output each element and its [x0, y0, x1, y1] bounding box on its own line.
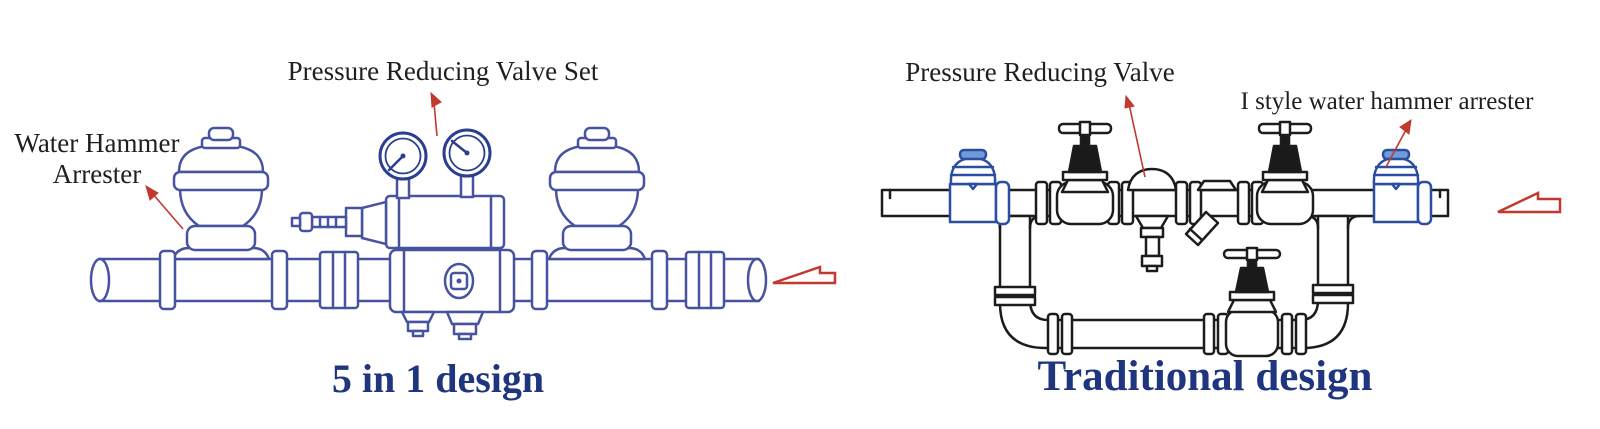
i-style-arrester-right-figure [1372, 148, 1433, 226]
bypass-gate-valve-figure [1222, 246, 1282, 358]
annotation-arrow-prv [1124, 94, 1146, 178]
annotation-arrow-i-style [1385, 118, 1412, 168]
label-pressure-reducing-valve-set: Pressure Reducing Valve Set [287, 56, 599, 86]
right-panel-title: Traditional design [1037, 353, 1373, 400]
bypass-loop [986, 214, 1362, 356]
left-diagram [89, 126, 768, 341]
left-annotations [145, 91, 837, 285]
water-hammer-arrester-right-figure [548, 126, 646, 252]
label-water-hammer-arrester: Water Hammer Arrester [6, 128, 188, 190]
pressure-reducing-valve-figure [1126, 167, 1178, 273]
right-annotations [1124, 94, 1562, 214]
gate-valve-right-figure [1255, 120, 1315, 226]
flow-arrow-left [772, 265, 837, 285]
annotation-arrow-prv-set [430, 91, 442, 137]
annotation-arrow-arrester [145, 184, 184, 230]
flow-arrow-right [1497, 191, 1562, 214]
right-diagram [880, 120, 1450, 358]
label-pressure-reducing-valve: Pressure Reducing Valve [905, 57, 1175, 87]
gauge-right-icon [442, 128, 492, 178]
gate-valve-left-figure [1055, 120, 1115, 226]
label-water-hammer-arrester-line1: Water Hammer [14, 128, 180, 158]
gauge-left-icon [378, 131, 428, 181]
pipe-flanges-left [158, 249, 726, 311]
label-water-hammer-arrester-line2: Arrester [52, 159, 142, 190]
pressure-reducing-valve-set-figure [290, 173, 516, 341]
water-hammer-arrester-left-figure [172, 126, 270, 252]
y-strainer-figure [1184, 179, 1238, 247]
label-i-style-water-hammer-arrester: I style water hammer arrester [1240, 88, 1534, 115]
left-panel-title: 5 in 1 design [331, 356, 545, 401]
i-style-arrester-left-figure [948, 148, 1011, 226]
